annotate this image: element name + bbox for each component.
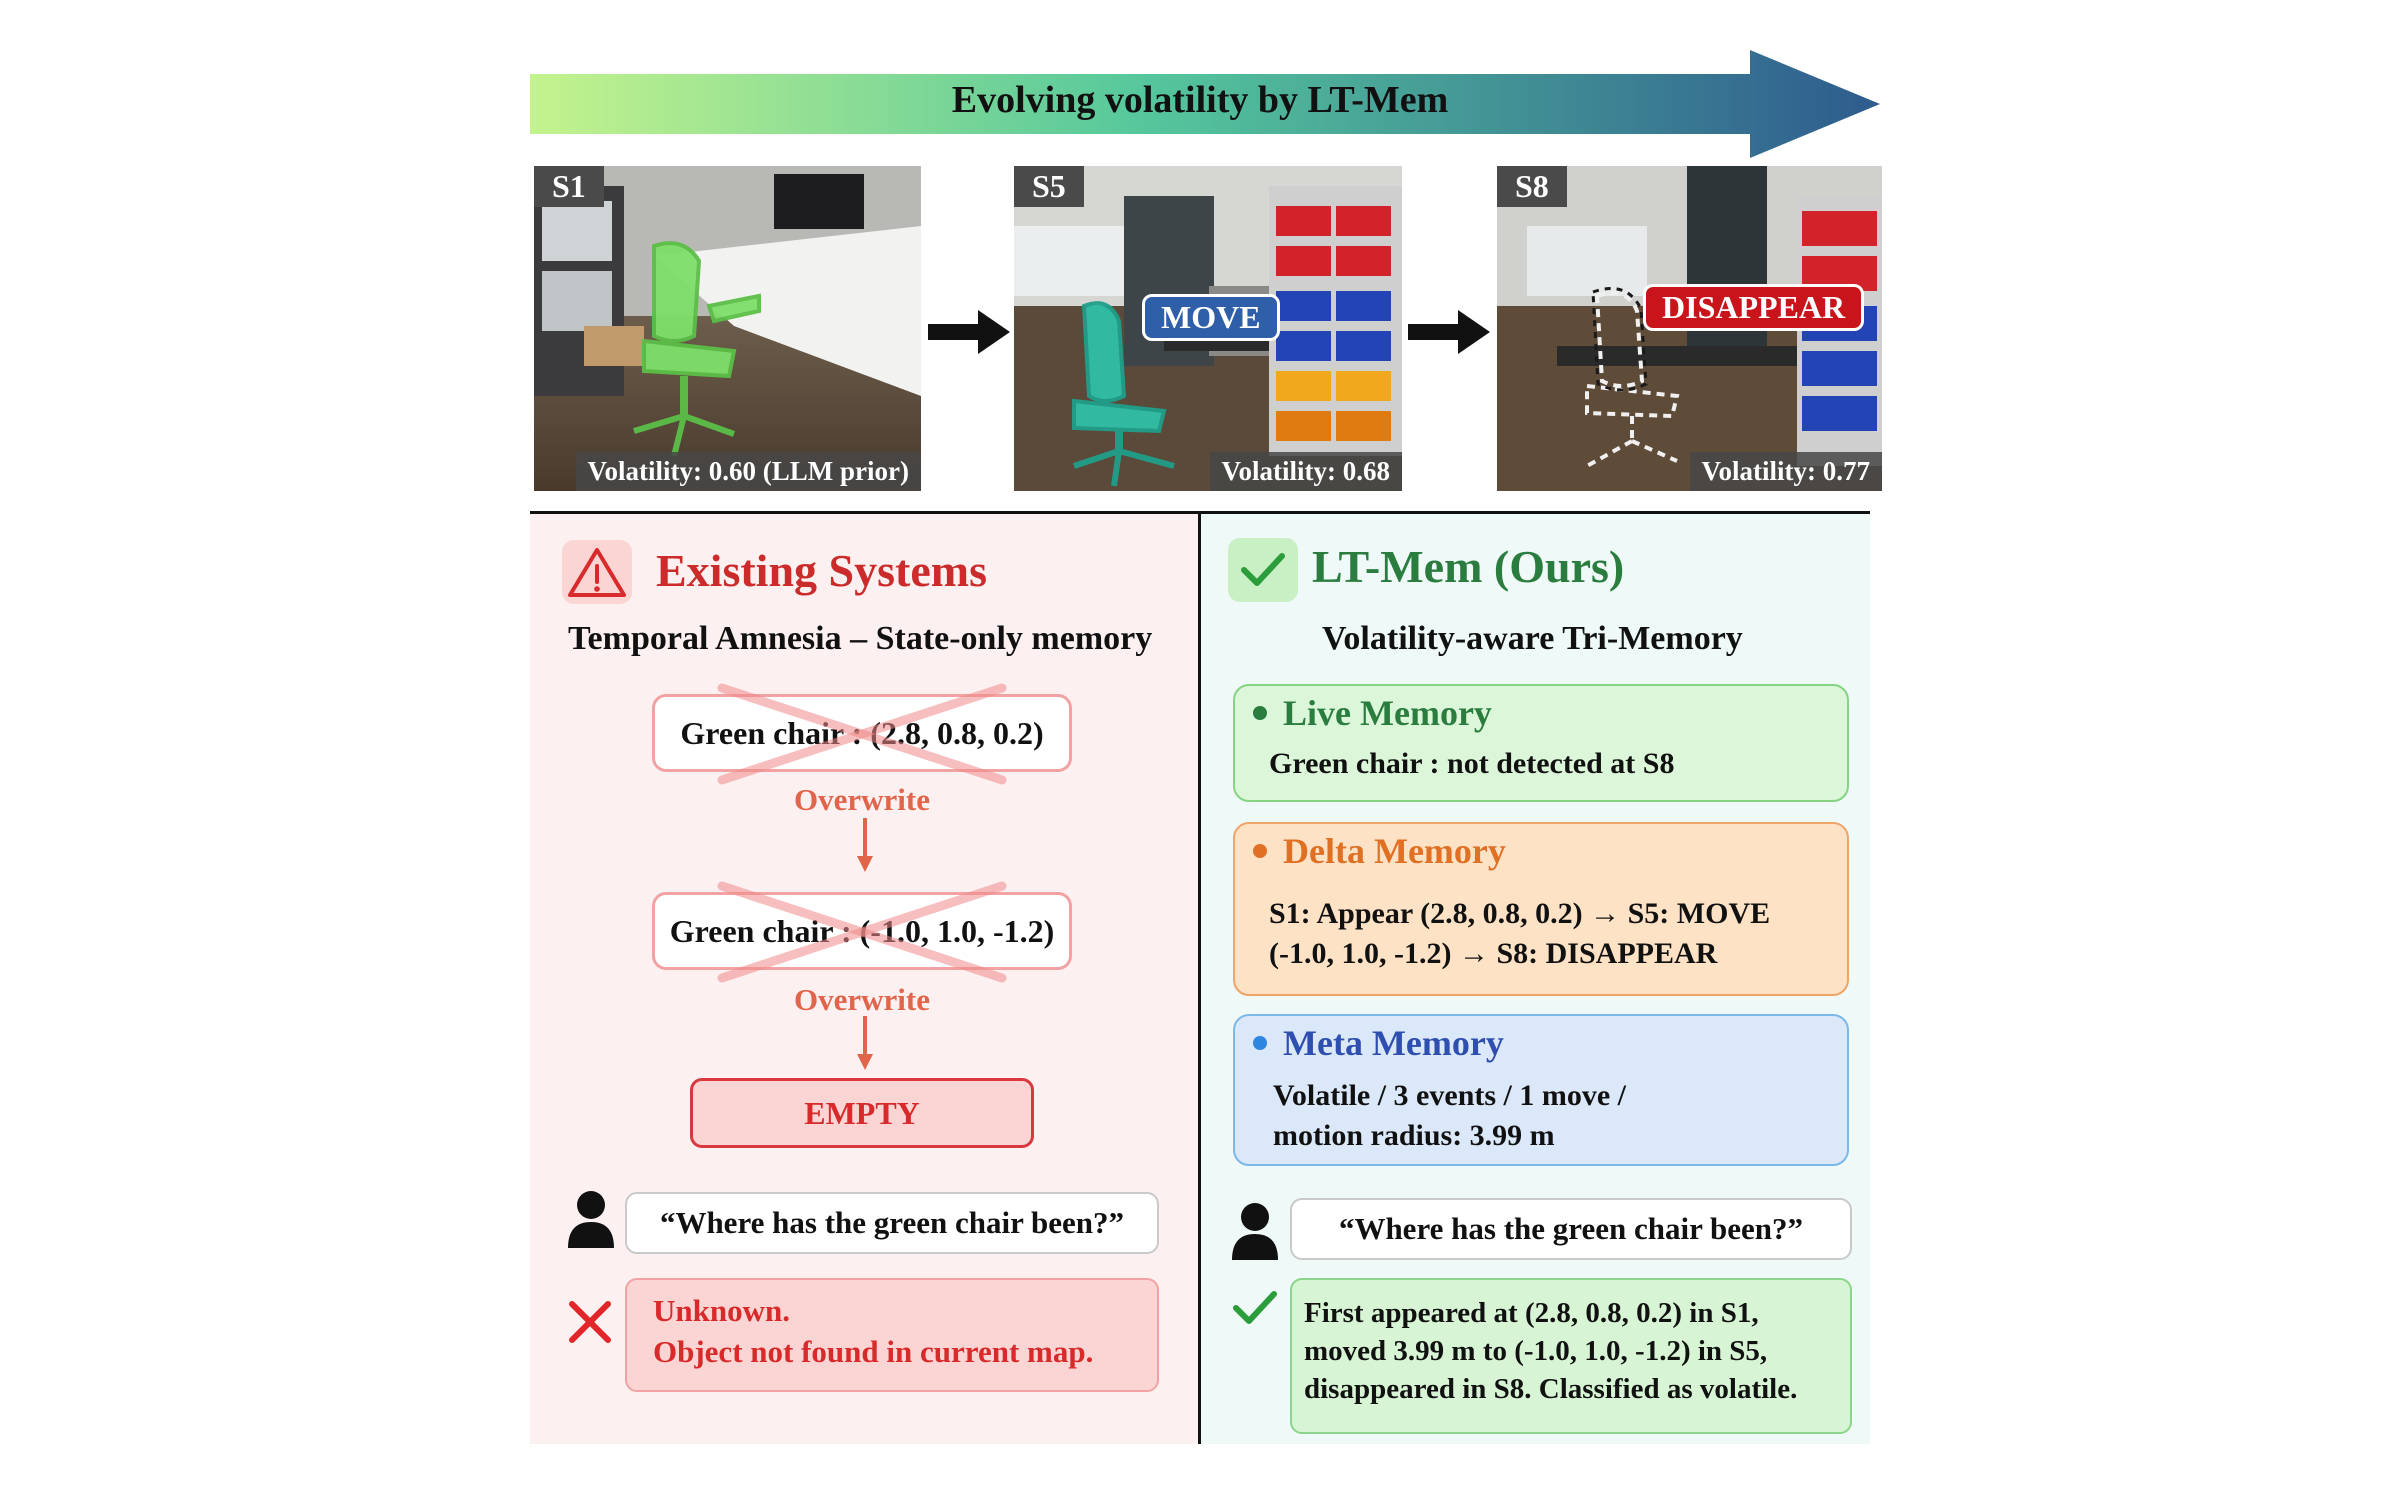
arrow-down-icon xyxy=(857,818,873,872)
live-memory-line1: Green chair : not detected at S8 xyxy=(1269,747,1675,780)
arrow-right-icon xyxy=(1408,310,1490,354)
user-icon xyxy=(1232,1203,1278,1260)
lt-mem-answer-line2: moved 3.99 m to (-1.0, 1.0, -1.2) in S5, xyxy=(1304,1335,1768,1367)
disappear-badge: DISAPPEAR xyxy=(1643,284,1865,331)
cross-out-mark xyxy=(717,881,1007,983)
delta-memory-box: Delta Memory S1: Appear (2.8, 0.8, 0.2) … xyxy=(1233,822,1849,996)
meta-memory-title: Meta Memory xyxy=(1283,1023,1504,1063)
scene-s8-label: S8 xyxy=(1497,166,1567,207)
evolution-title: Evolving volatility by LT-Mem xyxy=(951,79,1449,121)
bullet-icon xyxy=(1253,844,1267,858)
live-memory-box: Live Memory Green chair : not detected a… xyxy=(1233,684,1849,802)
delta-memory-line2: (-1.0, 1.0, -1.2) → S8: DISAPPEAR xyxy=(1269,937,1718,970)
evolution-arrow xyxy=(530,50,1880,158)
overwrite-label-1: Overwrite xyxy=(794,782,930,817)
delta-memory-title: Delta Memory xyxy=(1283,831,1506,871)
lt-mem-answer-box: First appeared at (2.8, 0.8, 0.2) in S1,… xyxy=(1290,1278,1852,1434)
check-icon xyxy=(1233,1291,1277,1324)
existing-answer-line1: Unknown. xyxy=(653,1293,790,1328)
vertical-divider xyxy=(1198,514,1201,1444)
live-memory-title: Live Memory xyxy=(1283,693,1492,733)
lt-mem-subtitle: Volatility-aware Tri-Memory xyxy=(1322,620,1743,657)
cross-out-mark xyxy=(717,683,1007,785)
scene-s1-image xyxy=(534,166,921,491)
horizontal-divider xyxy=(530,511,1870,514)
delta-memory-line1: S1: Appear (2.8, 0.8, 0.2) → S5: MOVE xyxy=(1269,897,1771,930)
warning-icon xyxy=(562,540,632,604)
scene-s5-volatility: Volatility: 0.68 xyxy=(1209,452,1402,491)
lt-mem-answer-line1: First appeared at (2.8, 0.8, 0.2) in S1, xyxy=(1304,1297,1759,1329)
existing-query-box: “Where has the green chair been?” xyxy=(625,1192,1159,1254)
move-badge: MOVE xyxy=(1142,294,1280,341)
meta-memory-box: Meta Memory Volatile / 3 events / 1 move… xyxy=(1233,1014,1849,1166)
meta-memory-line2: motion radius: 3.99 m xyxy=(1273,1119,1555,1152)
scene-s8-volatility: Volatility: 0.77 xyxy=(1689,452,1882,491)
bullet-icon xyxy=(1253,1036,1267,1050)
existing-systems-title: Existing Systems xyxy=(656,545,987,596)
lt-mem-title: LT-Mem (Ours) xyxy=(1312,541,1625,592)
cross-icon xyxy=(569,1301,611,1343)
overwrite-label-2: Overwrite xyxy=(794,982,930,1017)
user-icon xyxy=(568,1191,614,1248)
scene-s8: S8 DISAPPEAR Volatility: 0.77 xyxy=(1497,166,1882,491)
scene-s1-label: S1 xyxy=(534,166,604,207)
arrow-right-icon xyxy=(928,310,1010,354)
existing-systems-subtitle: Temporal Amnesia – State-only memory xyxy=(568,620,1153,657)
meta-memory-line1: Volatile / 3 events / 1 move / xyxy=(1273,1079,1627,1112)
scene-s1-volatility: Volatility: 0.60 (LLM prior) xyxy=(575,452,921,491)
existing-answer-line2: Object not found in current map. xyxy=(653,1334,1094,1369)
empty-state-box: EMPTY xyxy=(690,1078,1034,1148)
bullet-icon xyxy=(1253,706,1267,720)
scene-s1: S1 Volatility: 0.60 (LLM prior) xyxy=(534,166,921,491)
check-icon xyxy=(1228,538,1298,602)
scene-s5-label: S5 xyxy=(1014,166,1084,207)
arrow-down-icon xyxy=(857,1016,873,1070)
existing-answer-box: Unknown. Object not found in current map… xyxy=(625,1278,1159,1392)
lt-mem-answer-line3: disappeared in S8. Classified as volatil… xyxy=(1304,1373,1798,1405)
scene-s5: S5 MOVE Volatility: 0.68 xyxy=(1014,166,1402,491)
lt-mem-query-box: “Where has the green chair been?” xyxy=(1290,1198,1852,1260)
